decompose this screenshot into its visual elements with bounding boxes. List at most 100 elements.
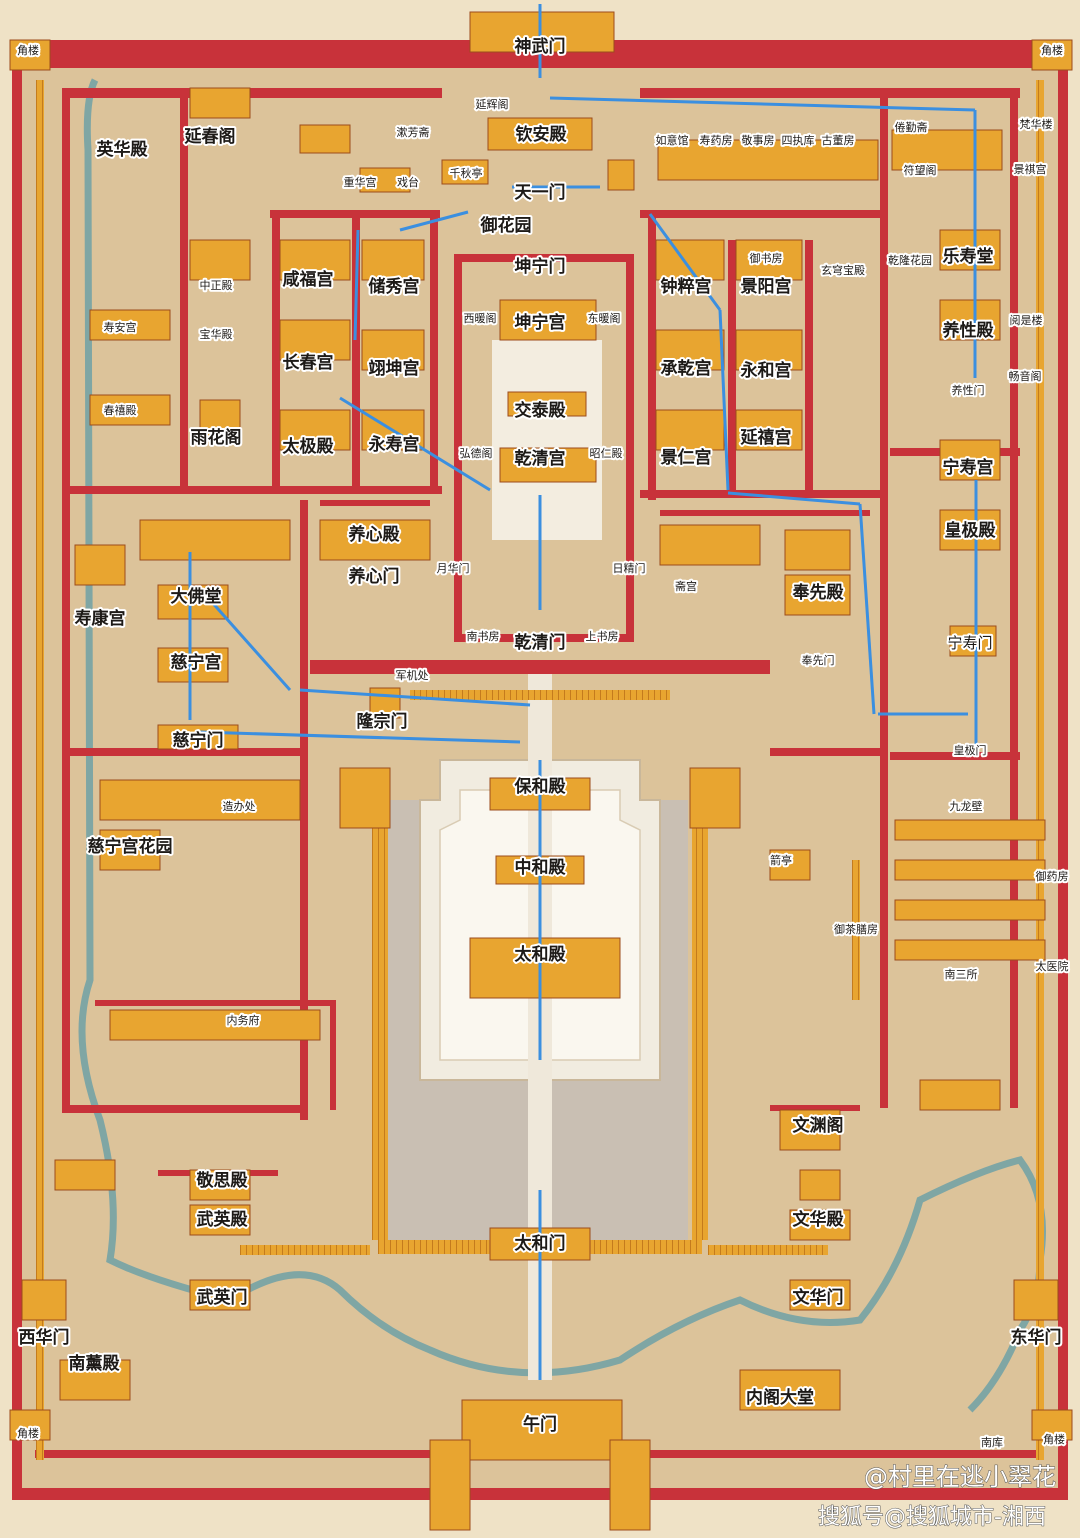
- label-xianfugong: 咸福宫: [283, 269, 334, 290]
- label-qinandian: 钦安殿: [516, 124, 568, 145]
- label-zaobanchu: 造办处: [223, 799, 256, 813]
- label-yuehuamen: 月华门: [437, 561, 470, 575]
- label-huangjidian: 皇极殿: [945, 520, 997, 541]
- label-jianting: 箭亭: [770, 853, 792, 867]
- label-jingyanggong: 景阳宫: [741, 276, 792, 297]
- label-shufangzhai: 漱芳斋: [397, 125, 430, 139]
- label-yinghuadian: 英华殿: [97, 139, 149, 160]
- label-wenhuadian: 文华殿: [793, 1209, 845, 1230]
- label-yangxingmen: 养性门: [952, 383, 985, 397]
- label-changchungong: 长春宫: [283, 352, 334, 373]
- label-jiaolou-ne: 角楼: [1041, 43, 1063, 57]
- label-zhaorendian: 昭仁殿: [590, 447, 623, 460]
- label-neigedatang: 内阁大堂: [746, 1387, 814, 1408]
- label-yangxingdian: 养性殿: [942, 320, 995, 341]
- label-wuyingmen: 武英门: [197, 1287, 248, 1308]
- label-shoukanggong: 寿康宫: [75, 608, 126, 629]
- label-dongnuange: 东暖阁: [588, 311, 621, 325]
- label-xitai: 戏台: [397, 175, 419, 189]
- walls: [35, 88, 1040, 1458]
- label-fanhualou: 梵华楼: [1020, 117, 1053, 131]
- label-yueshilou: 阅是楼: [1010, 313, 1043, 327]
- label-zhongcuigong: 钟粹宫: [661, 276, 712, 297]
- label-longzongmen: 隆宗门: [357, 711, 408, 732]
- label-nansansuo: 南三所: [945, 968, 978, 981]
- label-nanshufang: 南书房: [467, 630, 500, 643]
- label-cininggonghuayuan: 慈宁宫花园: [88, 836, 173, 857]
- label-zhonghedian: 中和殿: [515, 857, 567, 878]
- label-cininggong: 慈宁宫: [171, 652, 222, 673]
- label-tianyimen: 天一门: [515, 182, 566, 203]
- label-neiwufu: 内务府: [227, 1013, 260, 1027]
- label-shouangong: 寿安宫: [104, 320, 137, 334]
- label-yonghegong: 永和宫: [740, 360, 792, 381]
- label-shangshufang: 上书房: [586, 630, 619, 643]
- tour-route: [188, 4, 978, 1380]
- label-fengxiandian: 奉先殿: [792, 582, 845, 603]
- label-jingrengong: 景仁宫: [661, 447, 712, 468]
- label-wenyuange: 文渊阁: [793, 1115, 844, 1136]
- label-baohedian: 保和殿: [514, 776, 567, 797]
- label-zhaigong: 斋宫: [675, 579, 697, 593]
- label-chunxidian: 春禧殿: [104, 404, 137, 417]
- label-changyinge: 畅音阁: [1009, 369, 1042, 383]
- label-xihuamen: 西华门: [19, 1327, 70, 1348]
- label-shouyaofang: 寿药房: [700, 133, 733, 147]
- label-ciningmen: 慈宁门: [173, 730, 224, 751]
- label-huangjimen: 皇极门: [954, 743, 987, 757]
- label-nanxundian: 南薰殿: [69, 1353, 121, 1374]
- label-shenwumen: 神武门: [515, 36, 566, 57]
- label-junjichu: 军机处: [396, 668, 429, 682]
- label-juanqinzhai: 倦勤斋: [895, 120, 928, 134]
- label-leshoutang: 乐寿堂: [943, 246, 994, 267]
- label-kunninggong: 坤宁宫: [515, 312, 566, 333]
- label-yongshougong: 永寿宫: [368, 434, 420, 455]
- buildings: [9, 11, 1073, 1531]
- label-ruyiguan: 如意馆: [656, 133, 689, 147]
- label-yangxinmen: 养心门: [348, 566, 400, 587]
- label-taiyiyuan: 太医院: [1036, 959, 1069, 973]
- watermark-source: 搜狐号@搜狐城市-湘西: [818, 1505, 1046, 1530]
- label-yuhuayuan: 御花园: [480, 215, 532, 236]
- label-jiaolou-nw: 角楼: [17, 43, 39, 57]
- label-yuhuage: 雨花阁: [191, 427, 242, 448]
- label-yangxindian: 养心殿: [348, 524, 401, 545]
- label-taihedian: 太和殿: [515, 944, 567, 965]
- inner-court-wall: [454, 254, 634, 642]
- label-jiaolou-sw: 角楼: [17, 1426, 39, 1440]
- label-kunningmen: 坤宁门: [515, 256, 566, 277]
- label-chengqiangong: 承乾宫: [661, 358, 712, 379]
- label-jiulongbi: 九龙壁: [950, 799, 983, 813]
- label-wenhuamen: 文华门: [793, 1287, 844, 1308]
- label-qianqiuting: 千秋亭: [450, 166, 483, 180]
- label-taijidian: 太极殿: [283, 436, 335, 457]
- label-qianlonghuayuan: 乾隆花园: [888, 253, 932, 267]
- label-jiaotaidian: 交泰殿: [515, 400, 567, 421]
- label-chonghuagong: 重华宫: [344, 175, 377, 189]
- label-jiaolou-se: 角楼: [1043, 1432, 1065, 1446]
- label-yushufang: 御书房: [750, 251, 783, 265]
- label-yanchunge: 延春阁: [184, 126, 236, 147]
- label-jingqigong: 景祺宫: [1014, 162, 1047, 176]
- labels: 神武门 角楼 角楼 角楼 角楼 延辉阁 英华殿 延春阁 漱芳斋 钦安殿 如意馆 …: [15, 34, 1071, 1451]
- label-jingsidian: 敬思殿: [196, 1170, 249, 1191]
- label-fengxianmen: 奉先门: [802, 653, 835, 667]
- label-ningshougong: 宁寿宫: [943, 457, 994, 478]
- label-yuyaofang: 御药房: [1036, 869, 1069, 883]
- label-gudongfang: 古董房: [822, 134, 855, 147]
- label-fuchenge: 符望阁: [904, 163, 937, 177]
- label-yuchashanfang: 御茶膳房: [834, 922, 878, 936]
- label-qianqinggong: 乾清宫: [515, 448, 566, 469]
- label-wuyingdian: 武英殿: [197, 1209, 249, 1230]
- qianqing-terrace: [492, 340, 602, 540]
- label-hongdege: 弘德阁: [460, 446, 493, 460]
- watermark-author: @村里在逃小翠花: [864, 1463, 1056, 1491]
- label-yanxigong: 延禧宫: [740, 427, 792, 448]
- label-yanhuige: 延辉阁: [476, 97, 509, 111]
- label-jingshifang: 敬事房: [742, 134, 775, 147]
- label-yikungong: 翊坤宫: [369, 358, 420, 379]
- label-donghuamen: 东华门: [1011, 1327, 1062, 1348]
- label-qianqingmen: 乾清门: [515, 632, 566, 653]
- label-sizhiku: 四执库: [782, 133, 815, 147]
